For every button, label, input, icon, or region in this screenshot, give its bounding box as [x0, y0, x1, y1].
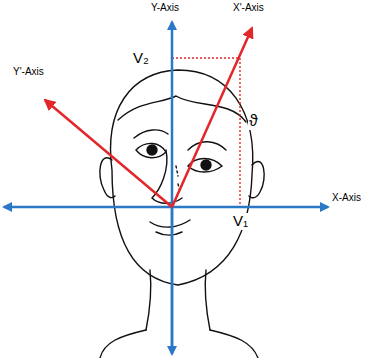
- angle-label: ϑ: [248, 112, 259, 130]
- axis-label: X'-Axis: [232, 2, 265, 13]
- face-drawing: [100, 70, 264, 358]
- component-label: V₂: [132, 50, 150, 67]
- y-prime-axis-line: [45, 100, 172, 207]
- axis-label: Y-Axis: [150, 2, 180, 13]
- axis-label: Y'-Axis: [12, 66, 45, 77]
- axis-label: X-Axis: [331, 192, 362, 203]
- y-axis-line-down: [171, 207, 174, 354]
- x-prime-axis-line: [172, 28, 252, 207]
- x-axis-line-left: [4, 206, 172, 209]
- x-axis-line: [172, 206, 328, 209]
- component-label: V₁: [232, 213, 249, 230]
